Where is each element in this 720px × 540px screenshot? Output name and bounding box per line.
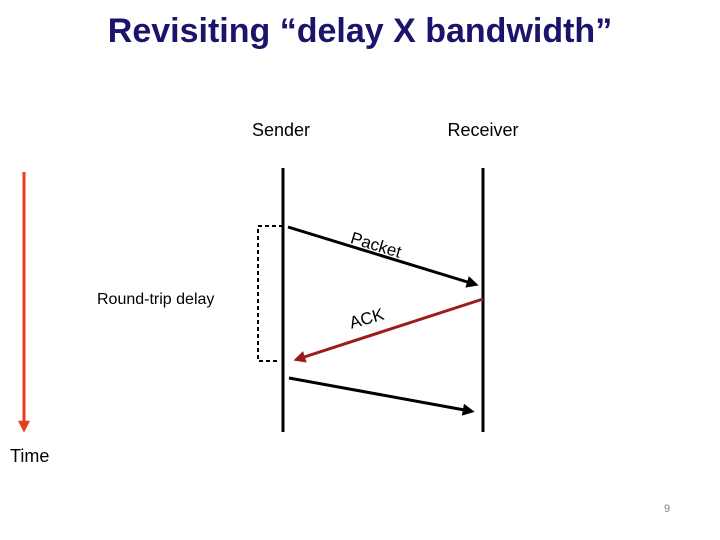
round-trip-delay-label: Round-trip delay xyxy=(97,291,215,308)
sender-label: Sender xyxy=(251,120,311,140)
packet-arrow xyxy=(287,225,479,288)
page-number: 9 xyxy=(664,503,671,515)
time-label: Time xyxy=(10,446,50,466)
round-trip-bracket xyxy=(257,225,283,362)
second-packet-arrow xyxy=(288,376,475,416)
ack-arrow xyxy=(293,297,484,363)
receiver-label: Receiver xyxy=(447,120,519,140)
slide-title: Revisiting “delay X bandwidth” xyxy=(107,12,613,50)
